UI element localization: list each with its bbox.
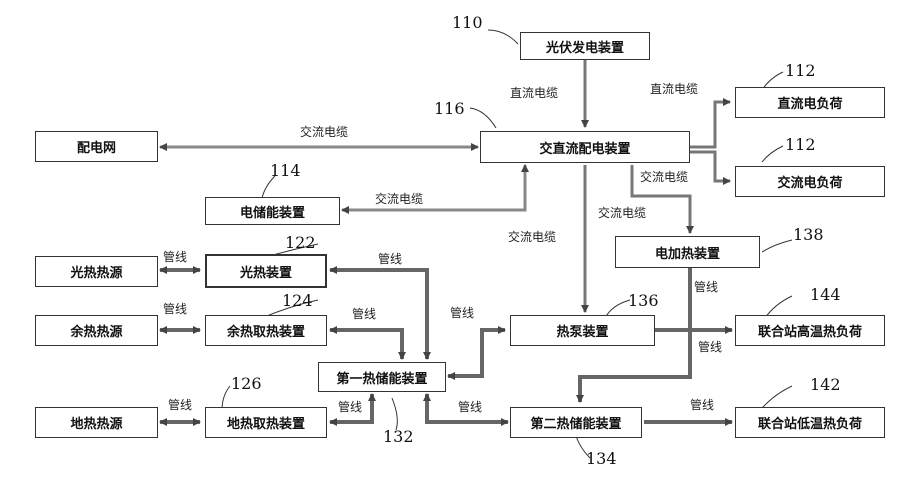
ref-112-ac: 112 <box>785 136 816 154</box>
geothermal-extraction-box: 地热取热装置 <box>205 407 327 438</box>
heat-pump-box: 热泵装置 <box>510 315 655 346</box>
pv-generation-box: 光伏发电装置 <box>520 32 650 60</box>
label-ac-cable-heater: 交流电缆 <box>598 206 646 220</box>
label-pipe-solar-device: 管线 <box>378 252 402 266</box>
label-dc-cable-load: 直流电缆 <box>650 82 698 96</box>
ref-114: 114 <box>270 162 301 180</box>
label-pipe-second-storage: 管线 <box>458 400 482 414</box>
second-heat-storage-box: 第二热储能装置 <box>510 407 642 438</box>
label-pipe-high-temp: 管线 <box>698 340 722 354</box>
ref-132: 132 <box>383 428 414 446</box>
ref-124: 124 <box>282 292 313 310</box>
label-ac-cable-acload: 交流电缆 <box>640 170 688 184</box>
label-ac-cable-storage: 交流电缆 <box>375 192 423 206</box>
geothermal-source-box: 地热热源 <box>35 407 158 438</box>
ref-126: 126 <box>231 375 262 393</box>
label-pipe-heatpump: 管线 <box>450 306 474 320</box>
label-dc-cable-pv: 直流电缆 <box>510 86 558 100</box>
label-ac-cable-grid: 交流电缆 <box>300 125 348 139</box>
ref-112-dc: 112 <box>785 62 816 80</box>
power-grid-box: 配电网 <box>35 131 158 162</box>
low-temp-load-box: 联合站低温热负荷 <box>735 407 885 438</box>
ref-136: 136 <box>628 292 659 310</box>
solar-heat-device-box: 光热装置 <box>205 254 327 288</box>
high-temp-load-box: 联合站高温热负荷 <box>735 315 885 346</box>
dc-load-box: 直流电负荷 <box>735 87 885 118</box>
acdc-distribution-box: 交直流配电装置 <box>480 131 690 163</box>
first-heat-storage-box: 第一热储能装置 <box>318 362 446 392</box>
cable-acdc-dcload <box>690 102 730 147</box>
ref-144: 144 <box>810 286 841 304</box>
ref-138: 138 <box>793 226 824 244</box>
ref-110: 110 <box>452 14 483 32</box>
electric-storage-box: 电储能装置 <box>205 197 340 225</box>
label-pipe-heater: 管线 <box>694 280 718 294</box>
label-pipe-solar-source: 管线 <box>163 250 187 264</box>
ref-134: 134 <box>586 450 617 468</box>
label-pipe-low-temp: 管线 <box>690 398 714 412</box>
label-ac-cable-pump: 交流电缆 <box>508 230 556 244</box>
label-pipe-waste-source: 管线 <box>163 302 187 316</box>
solar-heat-source-box: 光热热源 <box>35 256 158 287</box>
cable-acdc-storage <box>342 165 525 210</box>
waste-heat-source-box: 余热热源 <box>35 315 158 346</box>
label-pipe-waste-device: 管线 <box>352 307 376 321</box>
ref-116: 116 <box>434 100 465 118</box>
label-pipe-geo-device: 管线 <box>338 400 362 414</box>
label-pipe-geo-source: 管线 <box>168 398 192 412</box>
electric-heater-box: 电加热装置 <box>615 236 760 268</box>
waste-heat-extraction-box: 余热取热装置 <box>205 315 327 346</box>
cable-acdc-acload <box>690 152 730 181</box>
ac-load-box: 交流电负荷 <box>735 166 885 197</box>
ref-142: 142 <box>810 376 841 394</box>
ref-122: 122 <box>285 234 316 252</box>
